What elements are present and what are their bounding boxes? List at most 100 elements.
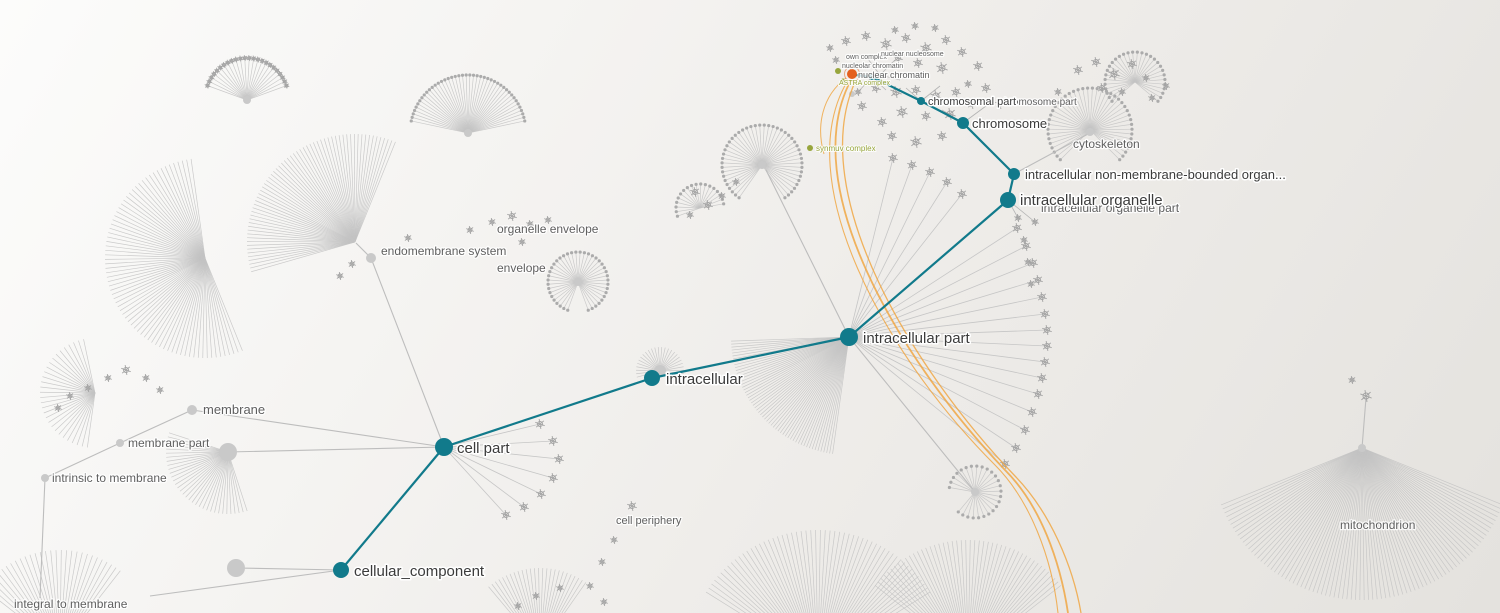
term-star-node[interactable] bbox=[104, 373, 112, 383]
term-star-node[interactable] bbox=[277, 70, 283, 78]
term-node[interactable] bbox=[187, 405, 197, 415]
term-star-node[interactable] bbox=[1073, 64, 1083, 76]
term-star-node[interactable] bbox=[826, 43, 834, 53]
term-star-node[interactable] bbox=[1027, 279, 1035, 289]
term-star-node[interactable] bbox=[910, 136, 922, 148]
term-star-node[interactable] bbox=[911, 21, 919, 31]
term-star-node[interactable] bbox=[556, 583, 564, 593]
term-star-node[interactable] bbox=[404, 233, 412, 243]
node-intracellular_organelle[interactable] bbox=[1000, 192, 1016, 208]
term-star-node[interactable] bbox=[217, 64, 224, 71]
term-star-node[interactable] bbox=[142, 373, 150, 383]
term-star-node[interactable] bbox=[941, 34, 951, 46]
term-star-node[interactable] bbox=[267, 61, 274, 69]
term-star-node[interactable] bbox=[66, 391, 74, 401]
term-star-node[interactable] bbox=[1021, 240, 1031, 252]
term-star-node[interactable] bbox=[1033, 388, 1043, 400]
term-star-node[interactable] bbox=[880, 38, 892, 50]
term-star-node[interactable] bbox=[891, 25, 899, 35]
term-star-node[interactable] bbox=[1020, 235, 1028, 245]
term-star-node[interactable] bbox=[536, 488, 546, 500]
term-star-node[interactable] bbox=[598, 557, 606, 567]
term-node[interactable] bbox=[758, 161, 766, 169]
term-star-node[interactable] bbox=[857, 100, 867, 112]
term-star-node[interactable] bbox=[283, 82, 290, 89]
term-star-node[interactable] bbox=[967, 98, 977, 110]
term-star-node[interactable] bbox=[1091, 56, 1101, 68]
term-node[interactable] bbox=[243, 96, 251, 104]
term-star-node[interactable] bbox=[507, 210, 517, 222]
term-node[interactable] bbox=[41, 474, 49, 482]
term-star-node[interactable] bbox=[600, 597, 608, 607]
term-star-node[interactable] bbox=[586, 581, 594, 591]
term-star-node[interactable] bbox=[84, 383, 92, 393]
term-star-node[interactable] bbox=[832, 55, 840, 65]
term-star-node[interactable] bbox=[907, 159, 917, 171]
term-star-node[interactable] bbox=[54, 403, 62, 413]
term-star-node[interactable] bbox=[887, 130, 897, 142]
term-star-node[interactable] bbox=[1024, 257, 1032, 267]
term-star-node[interactable] bbox=[488, 217, 496, 227]
term-star-node[interactable] bbox=[610, 535, 618, 545]
term-star-node[interactable] bbox=[526, 219, 534, 229]
term-star-node[interactable] bbox=[554, 453, 564, 465]
term-star-node[interactable] bbox=[690, 186, 700, 198]
term-star-node[interactable] bbox=[1108, 68, 1120, 80]
term-star-node[interactable] bbox=[893, 52, 903, 64]
term-star-node[interactable] bbox=[228, 57, 235, 64]
term-star-node[interactable] bbox=[281, 78, 288, 85]
term-star-node[interactable] bbox=[1014, 213, 1022, 223]
term-star-node[interactable] bbox=[241, 55, 248, 62]
term-star-node[interactable] bbox=[336, 271, 344, 281]
term-star-node[interactable] bbox=[957, 46, 967, 58]
enriched-term-node[interactable] bbox=[835, 68, 841, 74]
term-star-node[interactable] bbox=[627, 500, 637, 512]
term-star-node[interactable] bbox=[466, 225, 474, 235]
term-node[interactable] bbox=[971, 488, 979, 496]
term-star-node[interactable] bbox=[901, 32, 911, 44]
term-star-node[interactable] bbox=[1162, 81, 1170, 91]
term-star-node[interactable] bbox=[535, 418, 545, 430]
term-star-node[interactable] bbox=[1033, 274, 1043, 286]
term-star-node[interactable] bbox=[514, 601, 522, 611]
term-star-node[interactable] bbox=[861, 30, 871, 42]
term-star-node[interactable] bbox=[951, 86, 961, 98]
term-star-node[interactable] bbox=[732, 177, 740, 187]
term-star-node[interactable] bbox=[942, 176, 952, 188]
term-star-node[interactable] bbox=[871, 82, 881, 94]
term-star-node[interactable] bbox=[263, 59, 270, 66]
term-star-node[interactable] bbox=[246, 55, 253, 62]
term-star-node[interactable] bbox=[936, 62, 948, 74]
term-star-node[interactable] bbox=[995, 98, 1005, 110]
term-star-node[interactable] bbox=[532, 591, 540, 601]
node-cell_part[interactable] bbox=[435, 438, 453, 456]
term-star-node[interactable] bbox=[220, 61, 227, 69]
term-star-node[interactable] bbox=[1040, 356, 1050, 368]
term-star-node[interactable] bbox=[888, 152, 898, 164]
term-star-node[interactable] bbox=[964, 79, 972, 89]
term-star-node[interactable] bbox=[896, 106, 908, 118]
term-star-node[interactable] bbox=[211, 70, 217, 78]
term-star-node[interactable] bbox=[548, 435, 558, 447]
term-star-node[interactable] bbox=[213, 67, 220, 74]
node-intracellular[interactable] bbox=[644, 370, 660, 386]
term-star-node[interactable] bbox=[1360, 390, 1372, 402]
term-node[interactable] bbox=[219, 443, 237, 461]
term-star-node[interactable] bbox=[911, 84, 921, 96]
term-star-node[interactable] bbox=[877, 116, 887, 128]
term-node[interactable] bbox=[227, 559, 245, 577]
term-star-node[interactable] bbox=[519, 501, 529, 513]
term-star-node[interactable] bbox=[1011, 442, 1021, 454]
term-star-node[interactable] bbox=[1142, 73, 1150, 83]
term-star-node[interactable] bbox=[686, 210, 694, 220]
term-star-node[interactable] bbox=[1031, 217, 1039, 227]
term-star-node[interactable] bbox=[206, 78, 213, 85]
node-cellular_component[interactable] bbox=[333, 562, 349, 578]
term-star-node[interactable] bbox=[501, 509, 511, 521]
selected-term-node[interactable] bbox=[847, 69, 857, 79]
term-star-node[interactable] bbox=[1054, 87, 1062, 97]
term-star-node[interactable] bbox=[1042, 340, 1052, 352]
term-star-node[interactable] bbox=[931, 23, 939, 33]
term-star-node[interactable] bbox=[121, 364, 131, 376]
